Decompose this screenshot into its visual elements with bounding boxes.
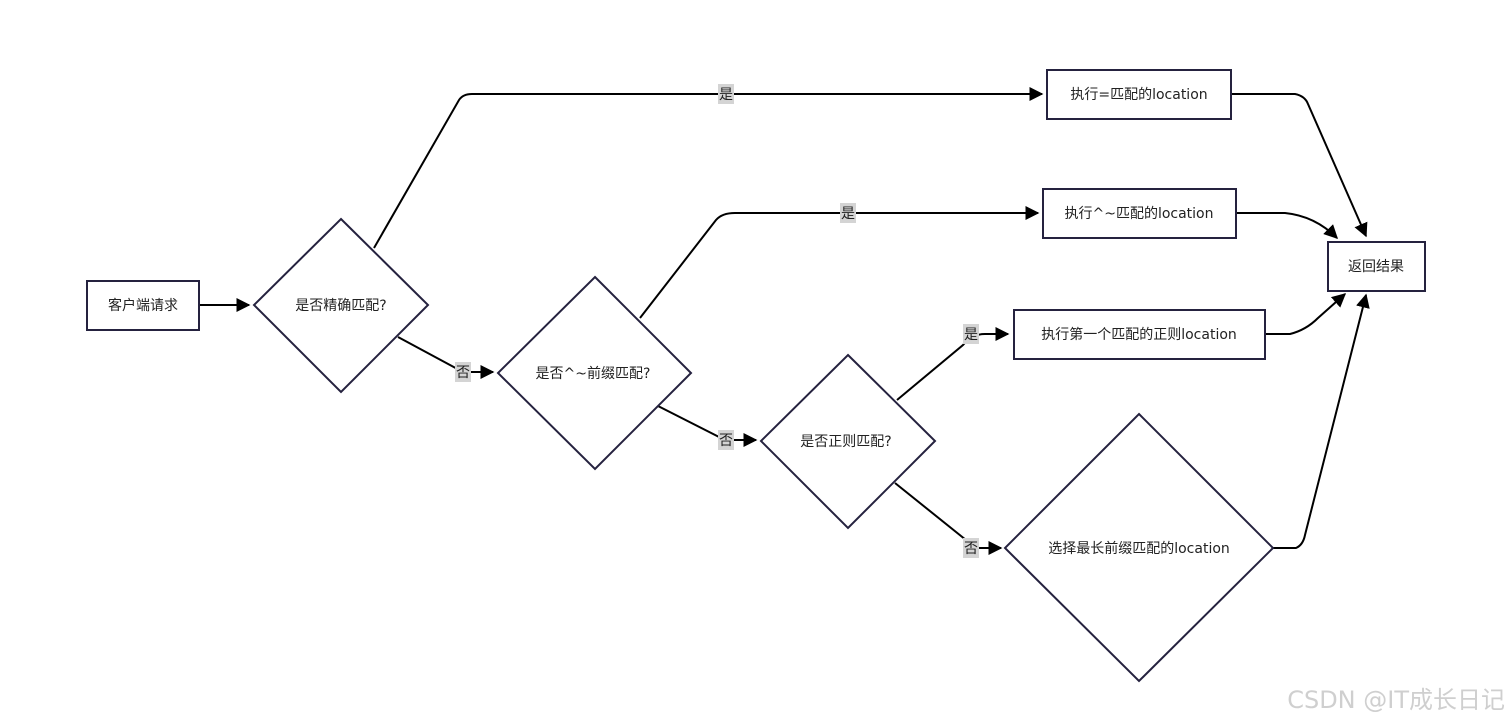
edge-exact-yes: [373, 87, 1044, 249]
edge-regex-no: [894, 482, 1003, 555]
edge-regex-to-result: [1265, 293, 1347, 335]
node-exec-prefix-label: 执行^~匹配的location: [1064, 206, 1213, 222]
edge-label-regex-no-text: 否: [964, 541, 978, 557]
node-regex-match-decision: 是否正则匹配?: [759, 353, 937, 530]
node-client-request-label: 客户端请求: [108, 297, 178, 314]
node-exact-match-decision: 是否精确匹配?: [252, 217, 430, 394]
node-longest-prefix-label: 选择最长前缀匹配的location: [1048, 540, 1230, 557]
edge-label-prefix-yes-text: 是: [841, 206, 855, 222]
node-return-result: 返回结果: [1327, 241, 1426, 292]
node-exec-exact-label: 执行=匹配的location: [1070, 87, 1207, 103]
edge-label-prefix-no: 否: [718, 430, 734, 450]
edge-label-prefix-no-text: 否: [719, 433, 733, 449]
node-return-result-label: 返回结果: [1348, 259, 1404, 275]
edge-exact-no: [397, 336, 495, 379]
node-prefix-match-decision: 是否^~前缀匹配?: [496, 275, 693, 471]
edge-label-regex-yes-text: 是: [964, 327, 978, 343]
edge-label-prefix-yes: 是: [840, 203, 856, 223]
edge-label-exact-no-text: 否: [456, 365, 470, 381]
edge-prefix-no: [657, 405, 758, 447]
edge-label-regex-no: 否: [963, 538, 979, 558]
edge-label-regex-yes: 是: [963, 324, 979, 344]
node-exec-prefix: 执行^~匹配的location: [1042, 188, 1237, 239]
edge-exact-to-result: [1231, 93, 1368, 238]
node-client-request: 客户端请求: [86, 280, 200, 331]
edge-label-exact-no: 否: [455, 362, 471, 382]
node-prefix-match-label: 是否^~前缀匹配?: [536, 365, 651, 382]
edge-longest-to-result: [1273, 293, 1370, 549]
node-exec-exact: 执行=匹配的location: [1046, 69, 1232, 120]
node-exec-regex: 执行第一个匹配的正则location: [1013, 309, 1266, 360]
csdn-watermark: CSDN @IT成长日记: [1287, 686, 1505, 714]
node-regex-match-label: 是否正则匹配?: [800, 434, 891, 450]
edge-regex-yes: [896, 327, 1010, 401]
node-exec-regex-label: 执行第一个匹配的正则location: [1041, 326, 1237, 343]
node-exact-match-label: 是否精确匹配?: [295, 298, 386, 314]
edge-prefix-yes: [639, 206, 1040, 319]
edge-prefix-to-result: [1236, 212, 1338, 239]
edge-label-exact-yes: 是: [718, 84, 734, 104]
node-longest-prefix-decision: 选择最长前缀匹配的location: [1003, 412, 1275, 683]
edge-label-exact-yes-text: 是: [719, 87, 733, 103]
